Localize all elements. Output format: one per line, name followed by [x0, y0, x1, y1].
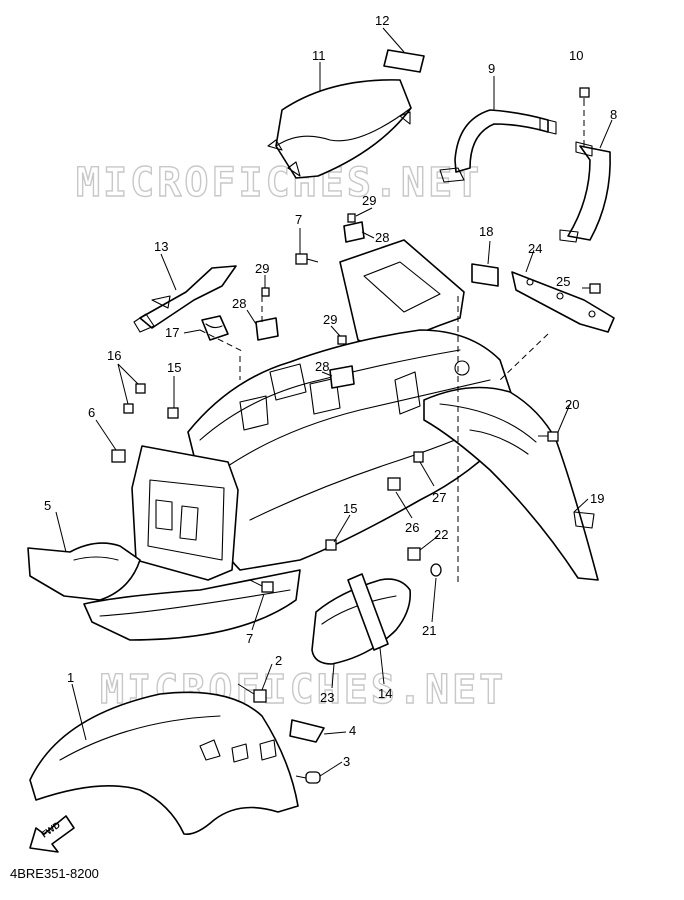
callout-8: 8 — [610, 107, 617, 122]
callout-20: 20 — [565, 397, 579, 412]
part-26-collar — [387, 477, 401, 491]
callout-5: 5 — [44, 498, 51, 513]
part-12-emblem — [383, 49, 425, 73]
part-28-clip-a — [343, 221, 365, 243]
part-13-bracket — [133, 265, 237, 333]
callout-3: 3 — [343, 754, 350, 769]
callout-6: 6 — [88, 405, 95, 420]
callout-29: 29 — [362, 193, 376, 208]
part-9-grab-bar — [439, 109, 557, 183]
callout-9: 9 — [488, 61, 495, 76]
part-17-clip — [201, 315, 229, 341]
part-28-clip-b — [255, 317, 279, 341]
part-3-bolt — [295, 771, 321, 784]
callout-28c: 28 — [315, 359, 329, 374]
part-29-screw-c — [337, 335, 347, 345]
callout-12: 12 — [375, 13, 389, 28]
part-14-strap — [347, 573, 389, 651]
part-29-screw-b — [261, 287, 270, 297]
callout-1: 1 — [67, 670, 74, 685]
watermark-top: MICROFICHES.NET — [76, 160, 482, 206]
part-10-bolt — [579, 87, 590, 146]
callout-15: 15 — [167, 360, 181, 375]
part-29-screw-a — [347, 213, 356, 223]
callout-27: 27 — [432, 490, 446, 505]
part-6-nut — [111, 449, 126, 463]
part-20-bolt — [538, 431, 559, 442]
callout-26: 26 — [405, 520, 419, 535]
part-22-nut — [407, 547, 421, 561]
leader-lines — [55, 27, 613, 777]
callout-11: 11 — [312, 48, 326, 63]
part-27-grommet — [413, 451, 424, 463]
part-18-reflector — [471, 263, 499, 287]
callout-2: 2 — [275, 653, 282, 668]
part-8-bracket — [559, 141, 611, 243]
callout-21: 21 — [422, 623, 436, 638]
callout-13: 13 — [154, 239, 168, 254]
callouts: 1 2 3 4 5 6 7 7 8 9 10 11 12 13 14 15 15… — [44, 13, 617, 769]
fwd-arrow-icon: FWD — [29, 815, 75, 853]
callout-28b: 28 — [232, 296, 246, 311]
callout-14: 14 — [378, 686, 392, 701]
callout-10: 10 — [569, 48, 583, 63]
callout-7: 7 — [295, 212, 302, 227]
callout-15b: 15 — [343, 501, 357, 516]
callout-19: 19 — [590, 491, 604, 506]
part-5-flap — [27, 542, 141, 601]
callout-7b: 7 — [246, 631, 253, 646]
callout-23: 23 — [320, 690, 334, 705]
part-7-bolt-b — [249, 579, 274, 593]
diagram-code: 4BRE351-8200 — [10, 866, 99, 881]
callout-28: 28 — [375, 230, 389, 245]
part-25-bolt — [582, 283, 601, 294]
part-16-screw-b — [123, 403, 134, 414]
callout-18: 18 — [479, 224, 493, 239]
part-15-nut-a — [167, 407, 179, 419]
part-2-bolt — [237, 683, 267, 703]
part-11-seat-cover — [267, 79, 412, 179]
callout-17: 17 — [165, 325, 179, 340]
part-19-rear-fender — [423, 386, 599, 581]
part-23-tool-case — [311, 578, 412, 665]
part-1-front-fender — [29, 691, 299, 836]
part-16-screw-a — [135, 383, 146, 394]
part-28-clip-c — [329, 365, 355, 389]
part-4-plate — [289, 719, 325, 743]
part-21-washer — [430, 563, 442, 577]
callout-22: 22 — [434, 527, 448, 542]
part-15-nut-b — [325, 539, 337, 551]
callout-25: 25 — [556, 274, 570, 289]
part-24-bracket — [511, 271, 615, 333]
part-7-bolt-a — [295, 253, 319, 265]
part-rear-fender-assembly — [83, 239, 521, 641]
callout-29c: 29 — [323, 312, 337, 327]
callout-29b: 29 — [255, 261, 269, 276]
callout-24: 24 — [528, 241, 542, 256]
callout-16: 16 — [107, 348, 121, 363]
callout-4: 4 — [349, 723, 356, 738]
